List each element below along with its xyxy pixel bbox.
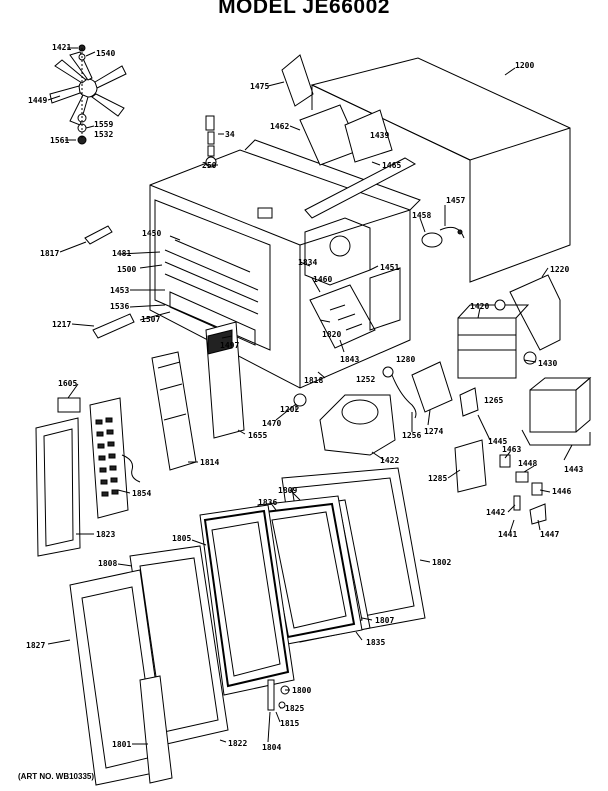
label-1835: 1835 xyxy=(366,638,385,647)
label-1285: 1285 xyxy=(428,474,447,483)
label-1814: 1814 xyxy=(200,458,219,467)
label-1457: 1457 xyxy=(446,196,465,205)
label-1825: 1825 xyxy=(285,704,304,713)
label-1836: 1836 xyxy=(258,498,277,507)
label-1507: 1507 xyxy=(141,315,160,324)
art-number: (ART NO. WB10335) xyxy=(18,772,95,781)
label-1217: 1217 xyxy=(52,320,71,329)
label-1458: 1458 xyxy=(412,211,431,220)
label-1200: 1200 xyxy=(515,61,534,70)
nameplate-1605 xyxy=(57,397,81,413)
magnetron xyxy=(457,299,537,379)
left-brackets xyxy=(84,225,135,339)
label-1465: 1465 xyxy=(382,161,401,170)
upper-brackets xyxy=(299,104,417,219)
label-1252: 1252 xyxy=(356,375,375,384)
control-relay-1274 xyxy=(391,361,453,419)
label-1451: 1451 xyxy=(380,263,399,272)
control-frame-1823 xyxy=(35,417,81,557)
label-1605: 1605 xyxy=(58,379,77,388)
label-1420: 1420 xyxy=(470,302,489,311)
label-1561: 1561 xyxy=(50,136,69,145)
label-1481: 1481 xyxy=(112,249,131,258)
label-34: 34 xyxy=(225,130,235,139)
label-1497: 1497 xyxy=(220,341,239,350)
label-1532: 1532 xyxy=(94,130,113,139)
stirrer-fan xyxy=(49,44,127,145)
label-1439: 1439 xyxy=(370,131,389,140)
label-1815: 1815 xyxy=(280,719,299,728)
part-number-labels: 1421 1540 1449 1559 1532 1561 1475 1200 … xyxy=(26,43,583,752)
label-1430: 1430 xyxy=(538,359,557,368)
label-1265: 1265 xyxy=(484,396,503,405)
label-1801: 1801 xyxy=(112,740,131,749)
label-1500: 1500 xyxy=(117,265,136,274)
right-small-components xyxy=(454,387,547,525)
leader-lines xyxy=(47,47,573,745)
label-1220: 1220 xyxy=(550,265,569,274)
label-1536: 1536 xyxy=(110,302,129,311)
cover-plate-1475 xyxy=(267,54,314,107)
label-1655: 1655 xyxy=(248,431,267,440)
label-1463: 1463 xyxy=(502,445,521,454)
label-1854: 1854 xyxy=(132,489,151,498)
label-1822: 1822 xyxy=(228,739,247,748)
door-inner-panel-1805 xyxy=(199,504,295,696)
label-1441: 1441 xyxy=(498,530,517,539)
model-title: MODEL JE66002 xyxy=(218,0,390,18)
label-1453: 1453 xyxy=(110,286,129,295)
label-1820: 1820 xyxy=(322,330,341,339)
transformer xyxy=(521,376,592,446)
screws-top xyxy=(205,115,217,168)
touch-control-panel xyxy=(89,397,141,519)
label-1823: 1823 xyxy=(96,530,115,539)
label-1462: 1462 xyxy=(270,122,289,131)
label-1540: 1540 xyxy=(96,49,115,58)
label-1450: 1450 xyxy=(142,229,161,238)
label-1805: 1805 xyxy=(172,534,191,543)
keypad-buttons xyxy=(95,417,119,497)
label-1843: 1843 xyxy=(340,355,359,364)
label-1421: 1421 xyxy=(52,43,71,52)
circuit-board-1655 xyxy=(205,321,245,439)
label-1475: 1475 xyxy=(250,82,269,91)
label-1800: 1800 xyxy=(292,686,311,695)
label-1256: 1256 xyxy=(402,431,421,440)
label-1447: 1447 xyxy=(540,530,559,539)
label-1559: 1559 xyxy=(94,120,113,129)
label-1804: 1804 xyxy=(262,743,281,752)
label-1834: 1834 xyxy=(298,258,317,267)
label-1817: 1817 xyxy=(40,249,59,258)
label-1470: 1470 xyxy=(262,419,281,428)
label-1827: 1827 xyxy=(26,641,45,650)
label-1460: 1460 xyxy=(313,275,332,284)
label-1445: 1445 xyxy=(488,437,507,446)
label-1449: 1449 xyxy=(28,96,47,105)
label-1446: 1446 xyxy=(552,487,571,496)
fan-motor-assembly xyxy=(293,366,396,456)
label-1808: 1808 xyxy=(98,559,117,568)
label-1443: 1443 xyxy=(564,465,583,474)
label-1818: 1818 xyxy=(304,376,323,385)
label-1422: 1422 xyxy=(380,456,399,465)
label-1802: 1802 xyxy=(432,558,451,567)
capacitor-parts xyxy=(421,226,465,248)
label-1448: 1448 xyxy=(518,459,537,468)
label-1274: 1274 xyxy=(424,427,443,436)
label-250: 250 xyxy=(202,161,217,170)
label-1807: 1807 xyxy=(375,616,394,625)
label-1442: 1442 xyxy=(486,508,505,517)
transformer-bracket-1220 xyxy=(509,274,561,351)
control-panel-housing xyxy=(151,351,197,471)
door-handle-1801 xyxy=(139,675,173,784)
label-1809: 1809 xyxy=(278,486,297,495)
label-1202: 1202 xyxy=(280,405,299,414)
label-1280: 1280 xyxy=(396,355,415,364)
